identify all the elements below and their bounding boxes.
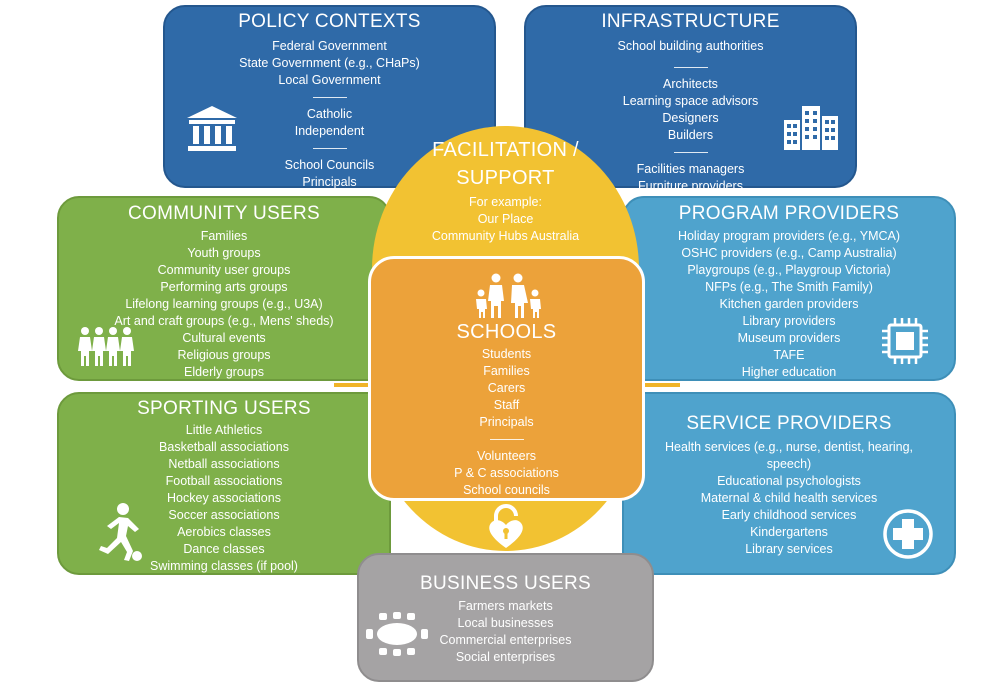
list-item: Community user groups	[157, 263, 291, 277]
list-item: State Government (e.g., CHaPs)	[239, 56, 420, 70]
list-item: Cultural events	[182, 331, 266, 345]
chip-icon	[880, 316, 930, 371]
list-item: Basketball associations	[159, 440, 289, 454]
community-users-panel: COMMUNITY USERS Families Youth groups Co…	[57, 196, 391, 381]
list-item: Students	[481, 347, 532, 361]
meeting-table-icon	[365, 611, 429, 662]
list-item: Commercial enterprises	[439, 633, 572, 647]
service-providers-panel: SERVICE PROVIDERS Health services (e.g.,…	[622, 392, 956, 575]
list-item: Library providers	[742, 314, 836, 328]
list-item: Playgroups (e.g., Playgroup Victoria)	[687, 263, 891, 277]
program-providers-title: PROGRAM PROVIDERS	[678, 203, 900, 224]
connector-right	[620, 383, 680, 387]
list-item: Netball associations	[168, 457, 280, 471]
list-item: Aerobics classes	[177, 525, 271, 539]
list-item: School Councils	[284, 158, 375, 172]
list-item: Architects	[663, 77, 718, 91]
schools-panel: SCHOOLS Students Families Carers Staff P…	[368, 256, 645, 501]
list-item: Early childhood services	[721, 508, 857, 522]
list-item: Local businesses	[457, 616, 554, 630]
list-item: Lifelong learning groups (e.g., U3A)	[125, 297, 323, 311]
list-item: Kitchen garden providers	[719, 297, 859, 311]
list-item: P & C associations	[454, 466, 559, 480]
list-item: Catholic	[306, 107, 353, 121]
list-item: Museum providers	[737, 331, 841, 345]
divider	[673, 67, 708, 68]
list-item: Dance classes	[183, 542, 265, 556]
community-users-title: COMMUNITY USERS	[127, 203, 321, 224]
list-item: Families	[483, 364, 530, 378]
list-item: Maternal & child health services	[700, 491, 878, 505]
list-item: Builders	[667, 128, 714, 142]
list-item: For example:	[469, 195, 542, 209]
medical-cross-icon	[882, 508, 934, 565]
list-item: Health services (e.g., nurse, dentist, h…	[664, 440, 914, 454]
list-item: Hockey associations	[167, 491, 281, 505]
list-item: Facilities managers	[636, 162, 745, 176]
list-item: School councils	[463, 483, 550, 497]
list-item: Staff	[493, 398, 520, 412]
list-item: Local Government	[278, 73, 381, 87]
divider	[489, 439, 524, 440]
list-item: School building authorities	[617, 39, 764, 53]
list-item: Educational psychologists	[717, 474, 861, 488]
buildings-icon	[782, 104, 840, 155]
family-icon	[473, 273, 543, 324]
business-users-title: BUSINESS USERS	[419, 573, 592, 594]
list-item: Library services	[745, 542, 833, 556]
list-item: Swimming classes (if pool)	[150, 559, 298, 573]
list-item: Social enterprises	[455, 650, 556, 664]
program-providers-panel: PROGRAM PROVIDERS Holiday program provid…	[622, 196, 956, 381]
list-item: NFPs (e.g., The Smith Family)	[705, 280, 873, 294]
list-item: Holiday program providers (e.g., YMCA)	[677, 229, 901, 243]
list-item: speech)	[766, 457, 812, 471]
list-item: Community Hubs Australia	[431, 229, 580, 243]
list-item: Volunteers	[476, 449, 537, 463]
connector-left	[334, 383, 394, 387]
soccer-player-icon	[93, 502, 143, 569]
people-group-icon	[77, 326, 137, 373]
policy-contexts-panel: POLICY CONTEXTS Federal Government State…	[163, 5, 496, 189]
divider	[312, 97, 347, 98]
list-item: Elderly groups	[184, 365, 264, 379]
sporting-users-panel: SPORTING USERS Little Athletics Basketba…	[57, 392, 391, 575]
government-building-icon	[185, 104, 239, 159]
list-item: Performing arts groups	[160, 280, 288, 294]
list-item: Art and craft groups (e.g., Mens' sheds)	[114, 314, 334, 328]
list-item: Learning space advisors	[622, 94, 759, 108]
divider	[673, 152, 708, 153]
facilitation-title-line1: FACILITATION /	[432, 139, 579, 161]
list-item: Farmers markets	[458, 599, 553, 613]
list-item: Religious groups	[177, 348, 271, 362]
list-item: Federal Government	[272, 39, 387, 53]
list-item: Higher education	[741, 365, 837, 379]
facilitation-title-line2: SUPPORT	[456, 167, 555, 189]
list-item: Soccer associations	[168, 508, 280, 522]
list-item: Independent	[294, 124, 365, 138]
list-item: Our Place	[477, 212, 534, 226]
padlock-heart-icon	[487, 504, 525, 555]
list-item: Families	[200, 229, 248, 243]
business-users-panel: BUSINESS USERS Farmers markets Local bus…	[357, 553, 654, 682]
list-item: Little Athletics	[185, 423, 263, 437]
service-providers-title: SERVICE PROVIDERS	[686, 413, 892, 434]
list-item: Carers	[487, 381, 526, 395]
list-item: Furniture providers	[638, 179, 743, 193]
list-item: Principals	[479, 415, 534, 429]
sporting-users-title: SPORTING USERS	[137, 398, 311, 419]
divider	[312, 148, 347, 149]
list-item: Kindergartens	[750, 525, 828, 539]
list-item: Principals	[302, 175, 357, 189]
list-item: Football associations	[165, 474, 283, 488]
list-item: Designers	[662, 111, 719, 125]
list-item: OSHC providers (e.g., Camp Australia)	[681, 246, 897, 260]
policy-contexts-title: POLICY CONTEXTS	[238, 11, 421, 32]
infrastructure-title: INFRASTRUCTURE	[601, 11, 780, 32]
schools-title: SCHOOLS	[456, 321, 557, 343]
list-item: TAFE	[773, 348, 805, 362]
list-item: Youth groups	[187, 246, 261, 260]
